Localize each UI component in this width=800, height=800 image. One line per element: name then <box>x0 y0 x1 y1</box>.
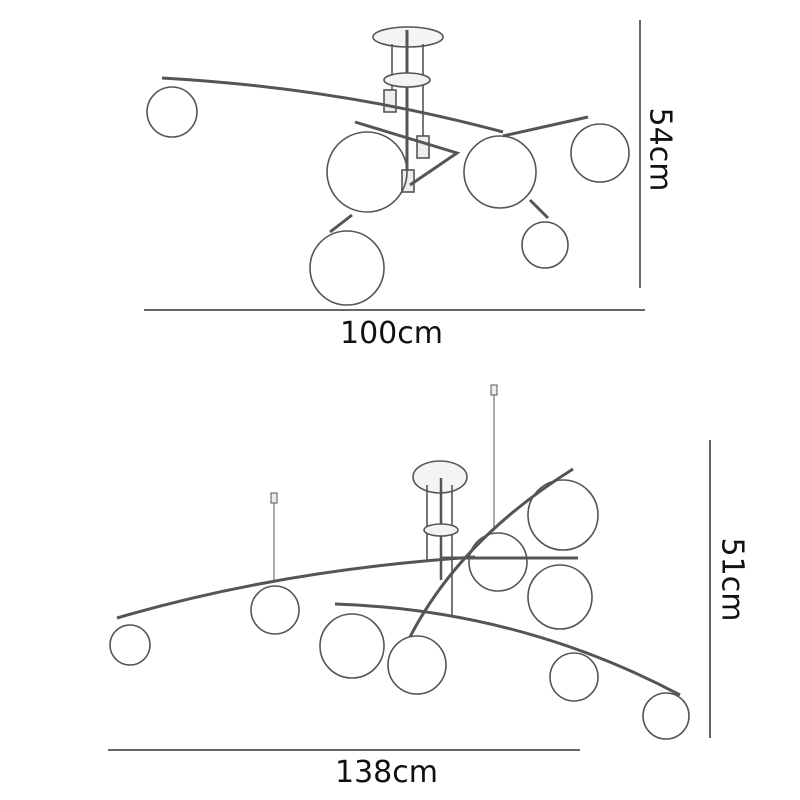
top-width-label: 100cm <box>340 316 443 351</box>
bottom-height-label: 51cm <box>714 537 750 622</box>
top-view-drawing <box>146 26 630 306</box>
bottom-view-drawing <box>109 384 690 740</box>
top-height-label: 54cm <box>642 107 678 192</box>
bottom-width-label: 138cm <box>335 755 438 790</box>
